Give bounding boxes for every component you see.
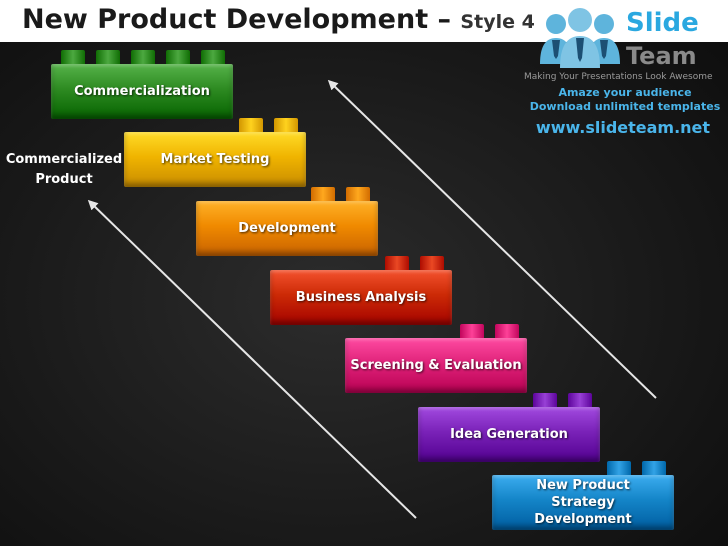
- step-label: Screening & Evaluation: [350, 358, 522, 373]
- brick-stud: [420, 256, 444, 272]
- step-label: Market Testing: [160, 152, 270, 167]
- brick-body: Screening & Evaluation: [345, 338, 527, 393]
- people-icon: [540, 8, 620, 68]
- step-label: Idea Generation: [450, 427, 568, 442]
- brick-stud: [166, 50, 190, 66]
- brick-business-analysis: Business Analysis: [270, 256, 452, 325]
- brick-body: Market Testing: [124, 132, 306, 187]
- brick-screening-evaluation: Screening & Evaluation: [345, 324, 527, 393]
- brick-stud: [568, 393, 592, 409]
- brick-body: Development: [196, 201, 378, 256]
- brick-stud: [311, 187, 335, 203]
- brick-stud: [460, 324, 484, 340]
- brick-body: Business Analysis: [270, 270, 452, 325]
- brick-stud: [61, 50, 85, 66]
- brick-development: Development: [196, 187, 378, 256]
- brick-commercialization: Commercialization: [51, 50, 233, 119]
- brick-body: Idea Generation: [418, 407, 600, 462]
- brick-stud: [131, 50, 155, 66]
- step-label: Commercialization: [74, 84, 210, 99]
- slideteam-logo: Slide Team Making Your Presentations Loo…: [522, 4, 728, 137]
- website-link[interactable]: www.slideteam.net: [535, 118, 711, 137]
- commercialized-product-label: Commercialized Product: [5, 152, 123, 187]
- brick-stud: [274, 118, 298, 134]
- promo-line-1: Amaze your audience: [558, 86, 692, 99]
- brand-slide: Slide: [626, 8, 699, 38]
- brick-stud: [201, 50, 225, 66]
- step-label: Development: [238, 221, 336, 236]
- brick-new-product-strategy: New Product Strategy Development: [492, 461, 674, 530]
- right-arrow: [327, 79, 657, 399]
- brick-stud: [533, 393, 557, 409]
- brick-body: Commercialization: [51, 64, 233, 119]
- title-main: New Product Development: [22, 4, 429, 35]
- brick-stud: [607, 461, 631, 477]
- brand-team: Team: [626, 42, 697, 70]
- step-label: New Product Strategy Development: [534, 478, 632, 527]
- brick-body: New Product Strategy Development: [492, 475, 674, 530]
- left-arrow: [87, 199, 417, 519]
- brick-stud: [239, 118, 263, 134]
- brick-market-testing: Market Testing: [124, 118, 306, 187]
- brick-idea-generation: Idea Generation: [418, 393, 600, 462]
- promo-line-2: Download unlimited templates: [529, 100, 721, 113]
- brick-stud: [96, 50, 120, 66]
- brick-stud: [642, 461, 666, 477]
- title-separator: –: [437, 4, 452, 35]
- brick-stud: [495, 324, 519, 340]
- title-suffix: Style 4: [460, 11, 535, 33]
- brick-stud: [385, 256, 409, 272]
- page-title: New Product Development – Style 4: [22, 4, 535, 35]
- step-label: Business Analysis: [295, 290, 427, 305]
- brick-stud: [346, 187, 370, 203]
- brand-tagline: Making Your Presentations Look Awesome: [524, 72, 713, 82]
